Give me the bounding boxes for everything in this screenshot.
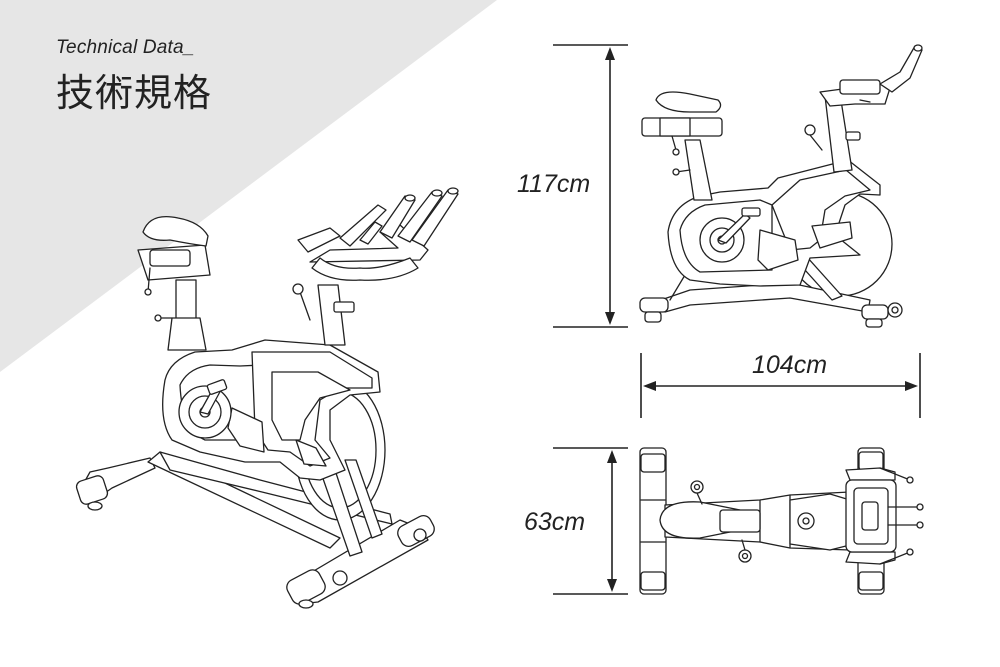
length-dimension-line (640, 353, 921, 418)
length-label: 104cm (752, 351, 828, 379)
height-dimension-line (553, 44, 628, 328)
width-dimension-line (553, 447, 628, 595)
width-label: 63cm (524, 508, 586, 536)
heading-english: Technical Data_ (56, 37, 195, 58)
height-label: 117cm (517, 170, 591, 198)
heading-chinese: 技術規格 (56, 71, 213, 115)
